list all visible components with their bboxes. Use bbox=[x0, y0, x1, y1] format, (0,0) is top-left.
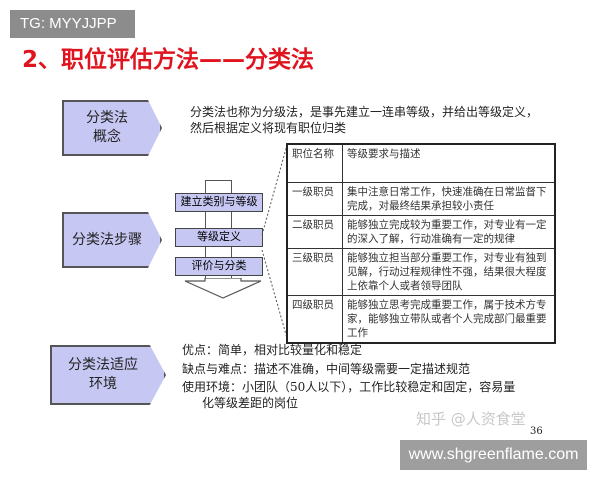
grade-table: 职位名称 等级要求与描述 一级职员集中注意日常工作，快速准确在日常监督下完成，对… bbox=[286, 143, 556, 344]
page-number: 36 bbox=[530, 426, 543, 437]
concept-desc-line-1: 分类法也称为分级法，是事先建立一连串等级，并给出等级定义， bbox=[190, 105, 539, 119]
env-label-2: 环境 bbox=[89, 376, 117, 392]
usage-text-1: 使用环境：小团队（50人以下），工作比较稳定和固定，容易量 bbox=[182, 380, 516, 394]
header-cell: 等级要求与描述 bbox=[342, 143, 556, 183]
description-cell: 能够独立担当部分重要工作，对专业有独到见解，行动过程规律性不强，结果很大程度上依… bbox=[342, 247, 556, 296]
cons-text: 缺点与难点：描述不准确，中间等级需要一定描述规范 bbox=[182, 362, 471, 376]
watermark-tag: TG: MYYJJPP bbox=[10, 10, 135, 38]
site-banner: www.shgreenflame.com bbox=[400, 440, 587, 470]
env-label-1: 分类法适应 bbox=[68, 357, 138, 373]
concept-label-1: 分类法 bbox=[86, 110, 128, 126]
concept-box: 分类法概念 bbox=[62, 100, 162, 156]
table-header-row: 职位名称 等级要求与描述 bbox=[286, 143, 556, 183]
table-row: 二级职员能够独立完成较为重要工作，对专业有一定 的深入了解，行动准确有一定的规律 bbox=[286, 214, 556, 249]
description-cell: 能够独立完成较为重要工作，对专业有一定 的深入了解，行动准确有一定的规律 bbox=[342, 214, 556, 249]
concept-description: 分类法也称为分级法，是事先建立一连串等级，并给出等级定义， 然后根据定义将现有职… bbox=[190, 104, 538, 136]
header-cell: 职位名称 bbox=[286, 143, 343, 183]
step-3: 评价与分类 bbox=[175, 257, 263, 276]
grade-cell: 二级职员 bbox=[286, 214, 343, 249]
pros-text: 优点：简单，相对比较量化和稳定 bbox=[182, 343, 363, 357]
callout-lines bbox=[261, 144, 288, 339]
description-cell: 集中注意日常工作，快速准确在日常监督下完成，对最终结果承担较小责任 bbox=[342, 181, 556, 216]
environment-text: 优点：简单，相对比较量化和稳定 缺点与难点：描述不准确，中间等级需要一定描述规范… bbox=[182, 341, 515, 411]
concept-desc-line-2: 然后根据定义将现有职位归类 bbox=[190, 121, 347, 135]
grade-cell: 一级职员 bbox=[286, 181, 343, 216]
step-2: 等级定义 bbox=[175, 228, 263, 247]
step-1: 建立类别与等级 bbox=[175, 193, 263, 212]
environment-box: 分类法适应环境 bbox=[50, 345, 166, 405]
description-cell: 能够独立思考完成重要工作，属于技术方专家，能够独立带队或者个人完成部门最重要工作 bbox=[342, 294, 556, 343]
page-title: 2、职位评估方法——分类法 bbox=[22, 47, 315, 73]
steps-label: 分类法步骤 bbox=[72, 231, 142, 248]
grade-cell: 四级职员 bbox=[286, 294, 343, 343]
table-row: 一级职员集中注意日常工作，快速准确在日常监督下完成，对最终结果承担较小责任 bbox=[286, 181, 556, 216]
table-row: 三级职员能够独立担当部分重要工作，对专业有独到见解，行动过程规律性不强，结果很大… bbox=[286, 247, 556, 296]
grade-cell: 三级职员 bbox=[286, 247, 343, 296]
zhihu-watermark: 知乎 @人资食堂 bbox=[416, 410, 526, 428]
steps-box: 分类法步骤 bbox=[62, 212, 162, 268]
table-row: 四级职员能够独立思考完成重要工作，属于技术方专家，能够独立带队或者个人完成部门最… bbox=[286, 294, 556, 343]
down-arrow-icon bbox=[184, 278, 262, 299]
concept-label-2: 概念 bbox=[93, 129, 121, 145]
usage-text-2: 化等级差距的岗位 bbox=[202, 396, 299, 410]
